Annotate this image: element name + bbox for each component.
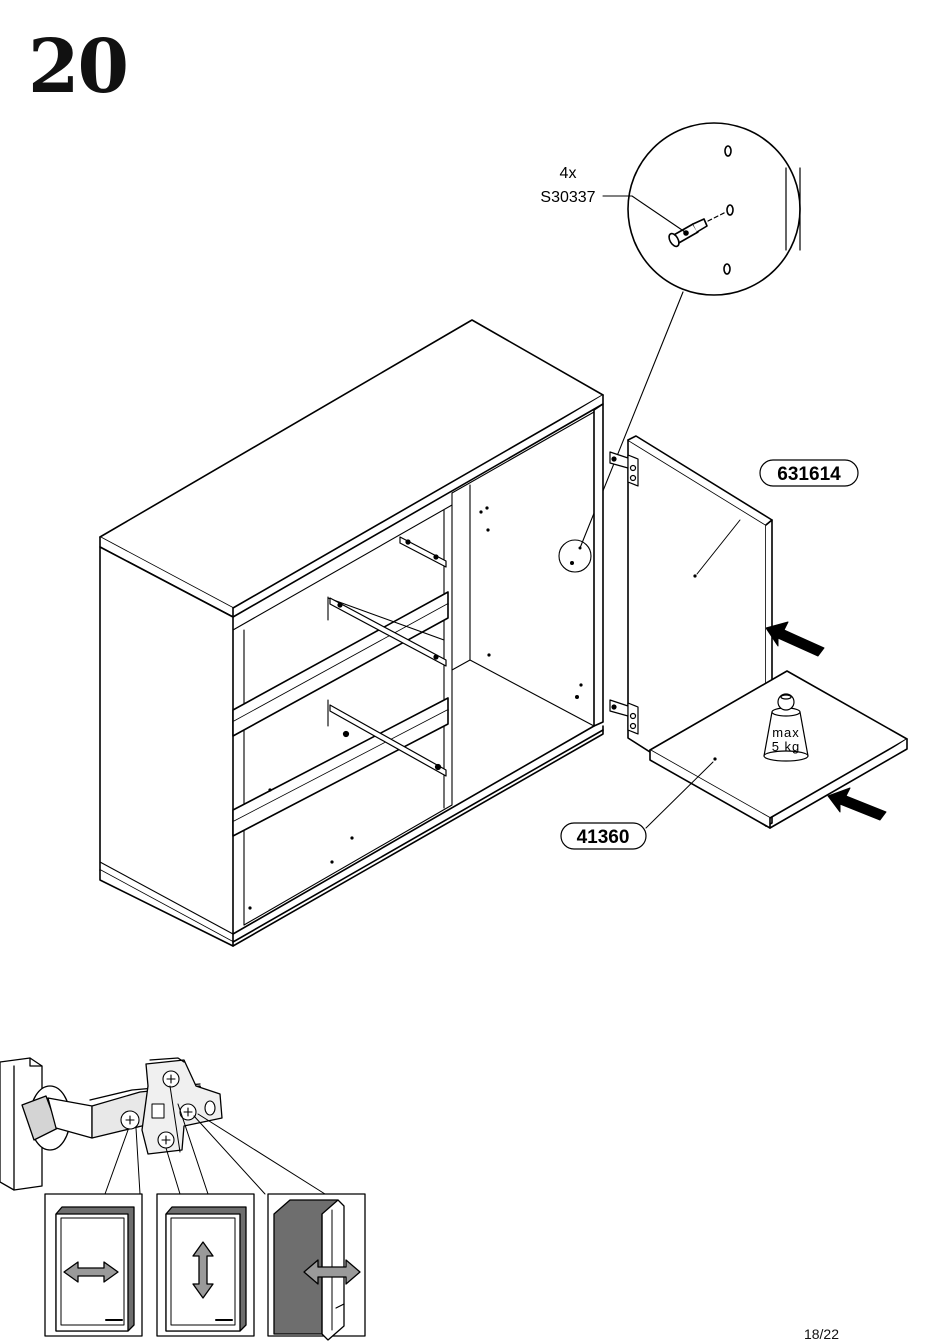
push-arrow-icon <box>828 788 886 820</box>
page-number: 18/22 <box>804 1326 839 1342</box>
adjustment-boxes <box>45 1194 365 1340</box>
push-arrow-icon <box>766 622 824 656</box>
connector-quantity: 4x <box>560 165 577 182</box>
shelf-part-label: 41360 <box>577 827 630 848</box>
weight-value-label: 5 kg <box>772 739 801 754</box>
hinge-adjustment-detail <box>0 1058 325 1194</box>
cabinet <box>100 320 603 946</box>
connector-part-number: S30337 <box>540 189 595 206</box>
weight-max-label: max <box>772 725 800 740</box>
door-part-label: 631614 <box>777 464 841 485</box>
